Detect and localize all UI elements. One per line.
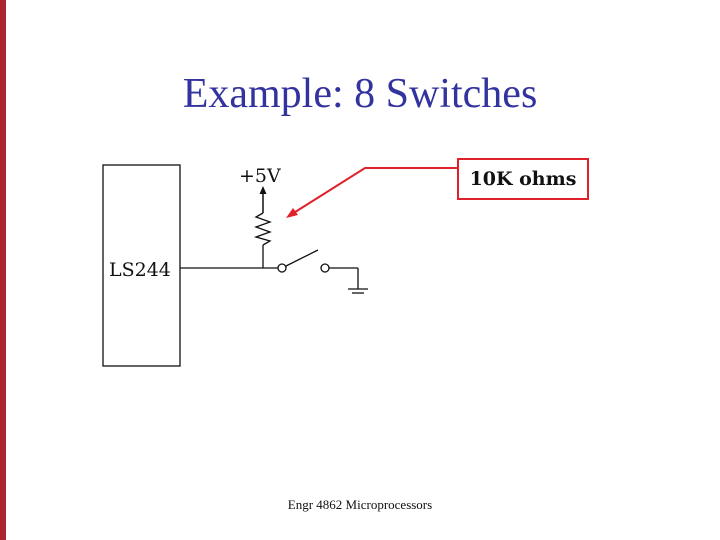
left-accent-bar [0,0,6,540]
ls244-chip-box [102,164,181,367]
slide-footer: Engr 4862 Microprocessors [287,497,433,512]
supply-voltage-label: +5V [239,165,281,187]
switch-lever [285,249,319,267]
pullup-resistor [253,212,272,246]
callout-box [457,158,589,200]
callout-arrow-head [286,208,298,218]
switch-contact-right [320,263,330,273]
switch-contact-left [277,263,287,273]
callout-label: 10K ohms [470,168,577,190]
supply-arrow-head [259,186,267,194]
callout-pointer-line [291,167,457,215]
ground-icon [348,288,368,294]
slide-title: Example: 8 Switches [182,71,538,117]
chip-label: LS244 [109,259,171,281]
